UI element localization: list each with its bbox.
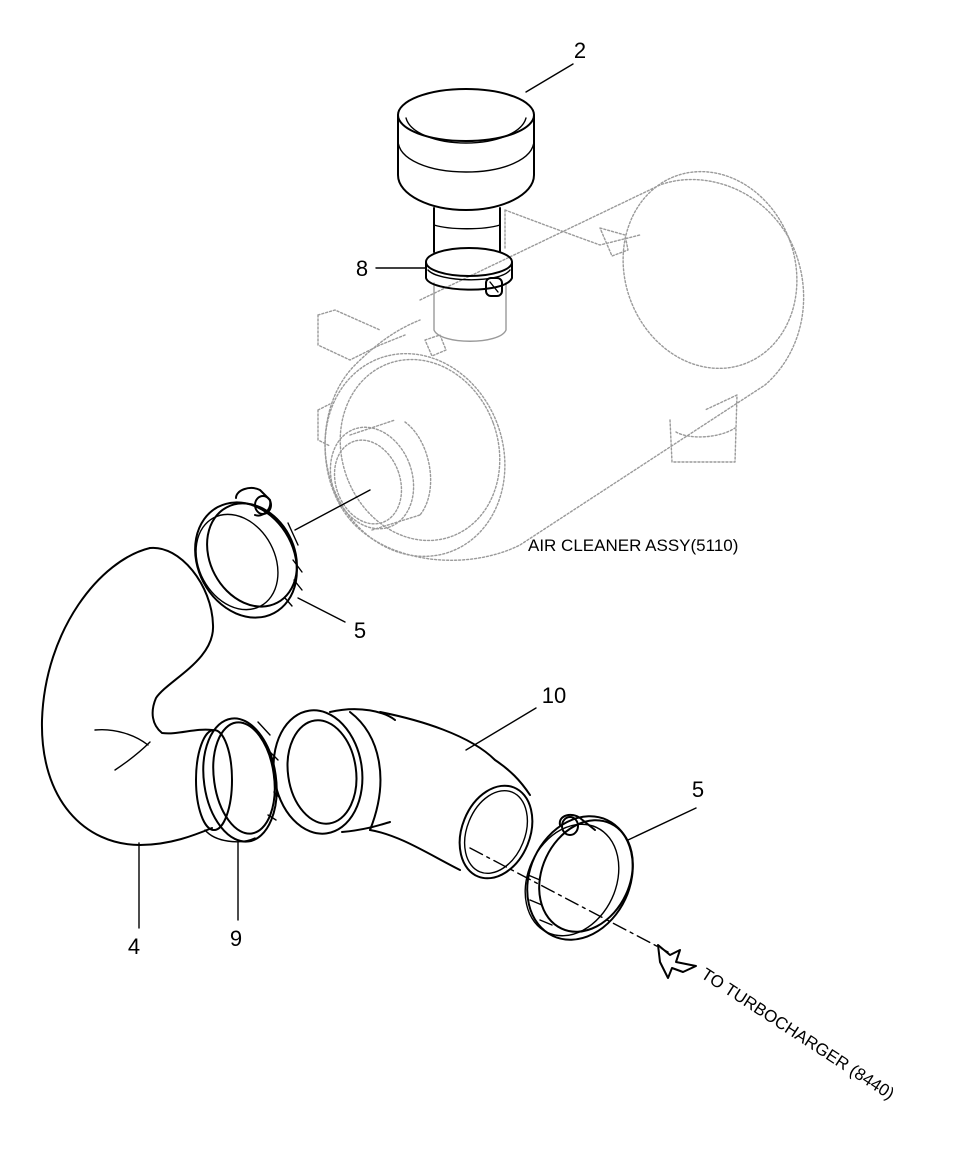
stem-clamp	[425, 247, 513, 297]
center-lines	[294, 489, 697, 979]
air-cleaner-caption: AIR CLEANER ASSY(5110)	[528, 536, 738, 555]
leader-lines	[138, 63, 697, 929]
callout-2: 2	[574, 38, 586, 63]
elbow-hose	[40, 546, 233, 846]
connector-hose	[272, 708, 534, 880]
callout-10: 10	[542, 683, 566, 708]
callout-5-lower: 5	[692, 777, 704, 802]
callout-4: 4	[128, 934, 140, 959]
callout-5-upper: 5	[354, 618, 366, 643]
precleaner-cap	[397, 88, 535, 342]
hose-clamp-middle	[202, 717, 281, 843]
hose-clamp-lower	[524, 813, 634, 941]
air-cleaner-body	[317, 170, 805, 561]
callout-9: 9	[230, 926, 242, 951]
callout-8: 8	[356, 256, 368, 281]
hose-clamp-upper	[194, 487, 303, 619]
turbocharger-caption: TO TURBOCHARGER (8440)	[698, 964, 898, 1103]
arrow-icon	[657, 944, 697, 979]
